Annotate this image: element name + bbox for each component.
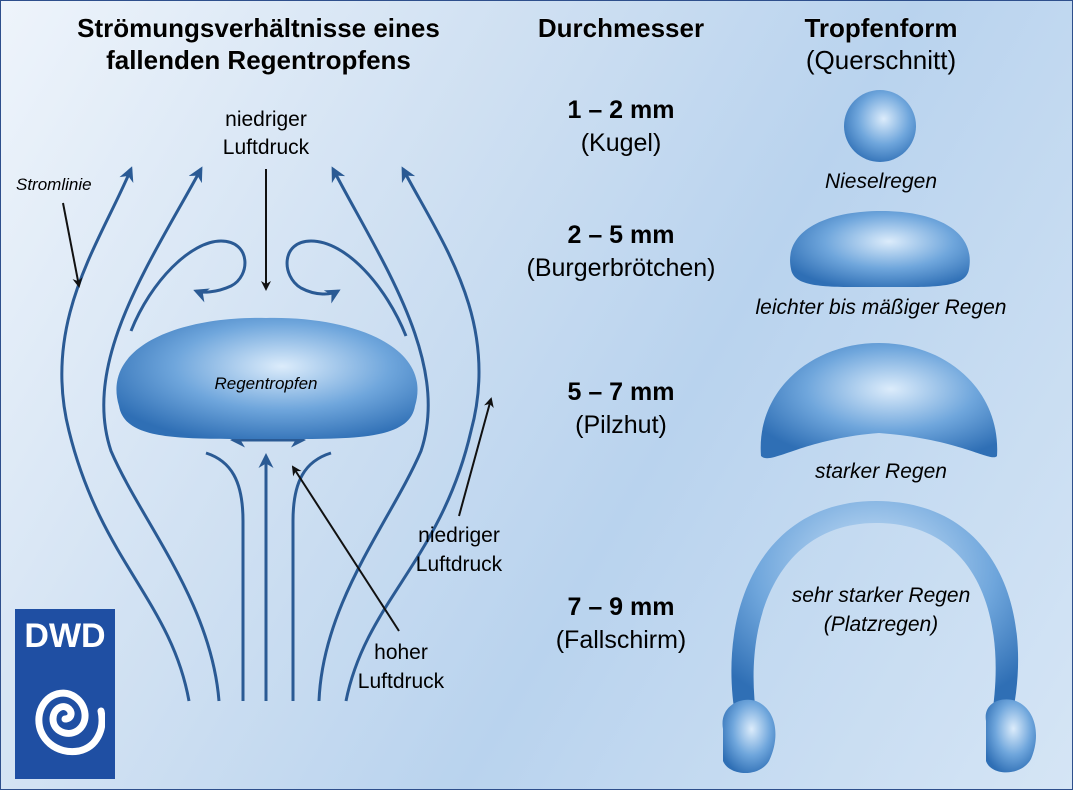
drop-shape-sphere <box>844 90 916 162</box>
high-pressure-line2: Luftdruck <box>357 670 445 693</box>
parachute-foot-right <box>985 699 1036 773</box>
streamline-outer-right <box>344 166 481 702</box>
row4-size: 7 – 9 mm <box>567 593 675 621</box>
dwd-logo: DWD <box>15 609 115 779</box>
diagram-title-line1: Strömungsverhältnisse eines <box>77 13 440 43</box>
row4-caption-line1: sehr starker Regen <box>791 584 971 607</box>
streamline-inner-left <box>102 166 221 702</box>
raindrop-label: Regentropfen <box>214 374 318 393</box>
streamline-inner-right <box>317 166 430 702</box>
row1-caption: Nieselregen <box>824 170 938 193</box>
column-header-shape: Tropfenform <box>804 13 958 43</box>
eddy-left <box>129 239 247 332</box>
high-pressure-line1: hoher <box>374 641 428 664</box>
row3-size: 5 – 7 mm <box>567 378 675 406</box>
streamline-label: Stromlinie <box>16 175 92 194</box>
row2-size: 2 – 5 mm <box>567 221 675 249</box>
pointer-high <box>291 465 400 632</box>
dwd-logo-text: DWD <box>24 617 106 655</box>
low-pressure-side-line1: niedriger <box>418 524 500 547</box>
diagram-title-line2: fallenden Regentropfens <box>106 45 411 75</box>
drop-shape-bun <box>790 211 970 288</box>
swirl-icon <box>35 689 105 756</box>
column-header-diameter: Durchmesser <box>537 13 705 43</box>
falling-raindrop <box>116 317 418 440</box>
low-pressure-top-line2: Luftdruck <box>222 136 310 159</box>
pointer-arrows <box>62 169 494 632</box>
row3-shape: (Pilzhut) <box>575 411 667 439</box>
pointer-low-side <box>458 397 494 517</box>
streamline-outer-left <box>60 166 191 702</box>
row1-size: 1 – 2 mm <box>567 96 675 124</box>
streamline-center-right <box>291 451 332 701</box>
parachute-foot-left <box>722 699 776 774</box>
column-header-shape-sub: (Querschnitt) <box>805 45 957 75</box>
row4-shape: (Fallschirm) <box>555 626 687 654</box>
drop-shape-mushroom <box>760 343 998 459</box>
row4-caption-line2: (Platzregen) <box>823 613 939 636</box>
streamline-center-left <box>205 451 245 701</box>
low-pressure-side-line2: Luftdruck <box>415 553 503 576</box>
row2-caption: leichter bis mäßiger Regen <box>755 296 1007 319</box>
eddy-right <box>285 239 408 337</box>
row1-shape: (Kugel) <box>580 129 662 157</box>
low-pressure-top-line1: niedriger <box>225 108 307 131</box>
row2-shape: (Burgerbrötchen) <box>526 254 716 282</box>
pointer-streamline <box>62 202 83 288</box>
row3-caption: starker Regen <box>815 460 947 483</box>
